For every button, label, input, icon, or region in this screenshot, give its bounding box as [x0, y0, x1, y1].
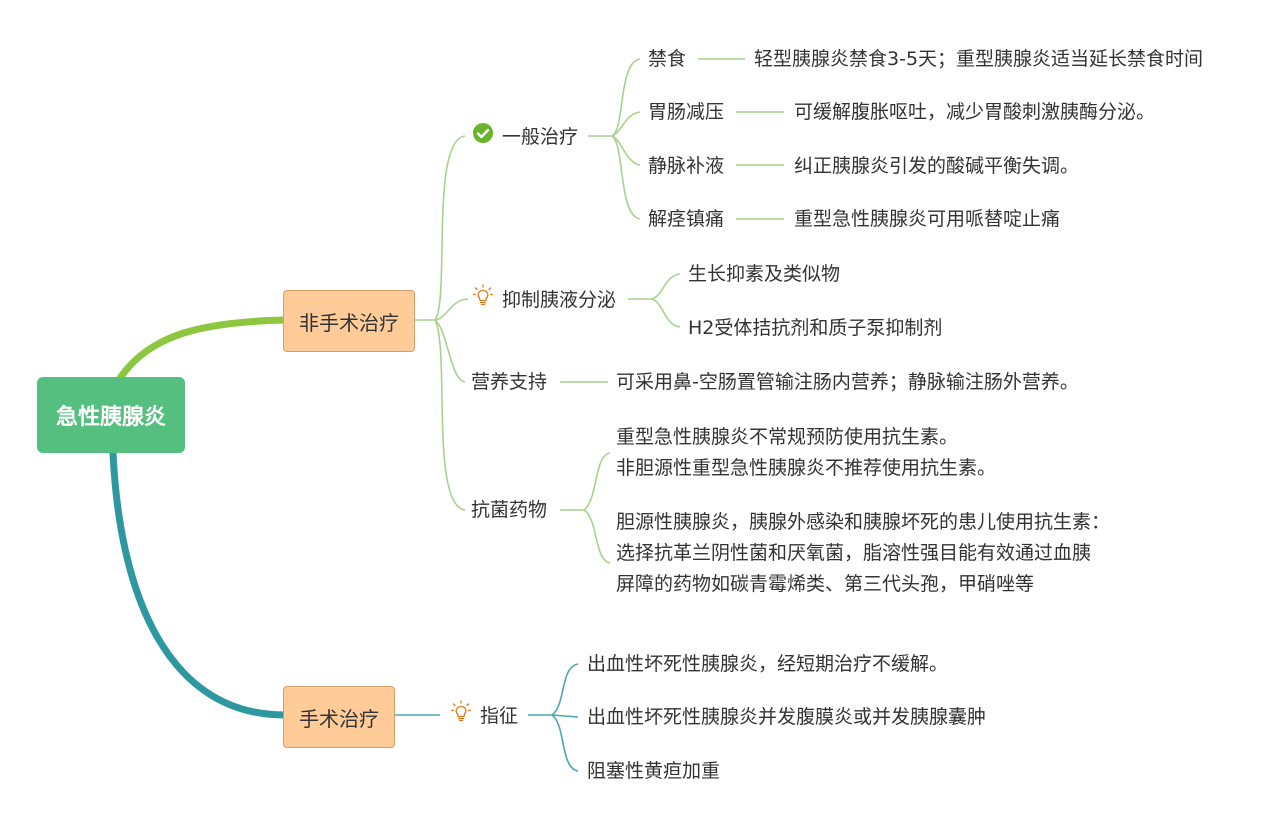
lightbulb-icon — [472, 284, 494, 306]
link-general-analgesia — [611, 135, 641, 220]
topic-analgesia[interactable]: 解痉镇痛 — [648, 208, 725, 230]
detail-antibiotics-line[interactable]: 胆源性胰腺炎，胰腺外感染和胰腺坏死的患儿使用抗生素： — [616, 511, 1111, 533]
link-nonsurgical-general — [434, 135, 466, 321]
detail-iv-fluids[interactable]: 纠正胰腺炎引发的酸碱平衡失调。 — [794, 155, 1080, 177]
detail-gi-decompression[interactable]: 可缓解腹胀呕吐，减少胃酸刺激胰酶分泌。 — [794, 101, 1156, 123]
topic-suppress-secretion[interactable]: 抑制胰液分泌 — [502, 289, 617, 311]
topic-antibiotics[interactable]: 抗菌药物 — [471, 499, 548, 521]
topic-gi-decompression[interactable]: 胃肠减压 — [648, 101, 725, 123]
detail-analgesia[interactable]: 重型急性胰腺炎可用哌替啶止痛 — [794, 208, 1061, 230]
detail-nutrition[interactable]: 可采用鼻-空肠置管输注肠内营养；静脉输注肠外营养。 — [616, 371, 1079, 393]
topic-fasting[interactable]: 禁食 — [648, 48, 687, 70]
link-nonsurgical-suppress — [434, 298, 469, 321]
link-root-surgical — [109, 449, 289, 719]
topic-general-treatment[interactable]: 一般治疗 — [502, 126, 579, 148]
detail-antibiotics-line[interactable]: 屏障的药物如碳青霉烯类、第三代头孢，甲硝唑等 — [616, 573, 1035, 595]
detail-antibiotics-line[interactable]: 重型急性胰腺炎不常规预防使用抗生素。 — [616, 426, 959, 448]
link-suppress-2 — [651, 298, 681, 328]
detail-antibiotics-line[interactable]: 非胆源性重型急性胰腺炎不推荐使用抗生素。 — [616, 457, 997, 479]
topic-indication[interactable]: 指征 — [480, 705, 519, 727]
link-suppress-1 — [651, 273, 681, 300]
branch-surgical[interactable]: 手术治疗 — [283, 686, 395, 748]
detail-somatostatin[interactable]: 生长抑素及类似物 — [688, 263, 841, 285]
detail-indication-1[interactable]: 出血性坏死性胰腺炎，经短期治疗不缓解。 — [587, 653, 949, 675]
link-antibiotics-1 — [583, 452, 611, 511]
branch-non-surgical[interactable]: 非手术治疗 — [283, 290, 415, 352]
lightbulb-icon — [450, 700, 472, 722]
link-general-decompress — [611, 111, 641, 137]
link-nonsurgical-nutrition — [434, 319, 466, 383]
link-indication-3 — [551, 714, 579, 772]
link-general-fast — [611, 58, 641, 137]
detail-indication-2[interactable]: 出血性坏死性胰腺炎并发腹膜炎或并发胰腺囊肿 — [587, 706, 987, 728]
link-antibiotics-2 — [583, 509, 611, 564]
link-indication-2 — [551, 714, 579, 718]
link-indication-1 — [551, 663, 579, 716]
link-general-fluid — [611, 135, 641, 166]
topic-iv-fluids[interactable]: 静脉补液 — [648, 155, 725, 177]
detail-indication-3[interactable]: 阻塞性黄疸加重 — [587, 760, 721, 782]
detail-fasting[interactable]: 轻型胰腺炎禁食3-5天；重型胰腺炎适当延长禁食时间 — [754, 48, 1204, 70]
topic-nutrition[interactable]: 营养支持 — [471, 371, 548, 393]
link-nonsurgical-antibiotics — [434, 319, 466, 511]
detail-h2-ppi[interactable]: H2受体拮抗剂和质子泵抑制剂 — [688, 317, 943, 339]
root-topic[interactable]: 急性胰腺炎 — [37, 377, 185, 453]
check-circle-icon — [472, 122, 494, 144]
detail-antibiotics-line[interactable]: 选择抗革兰阴性菌和厌氧菌，脂溶性强目能有效通过血胰 — [616, 542, 1092, 564]
link-root-nonsurgical — [116, 316, 289, 382]
